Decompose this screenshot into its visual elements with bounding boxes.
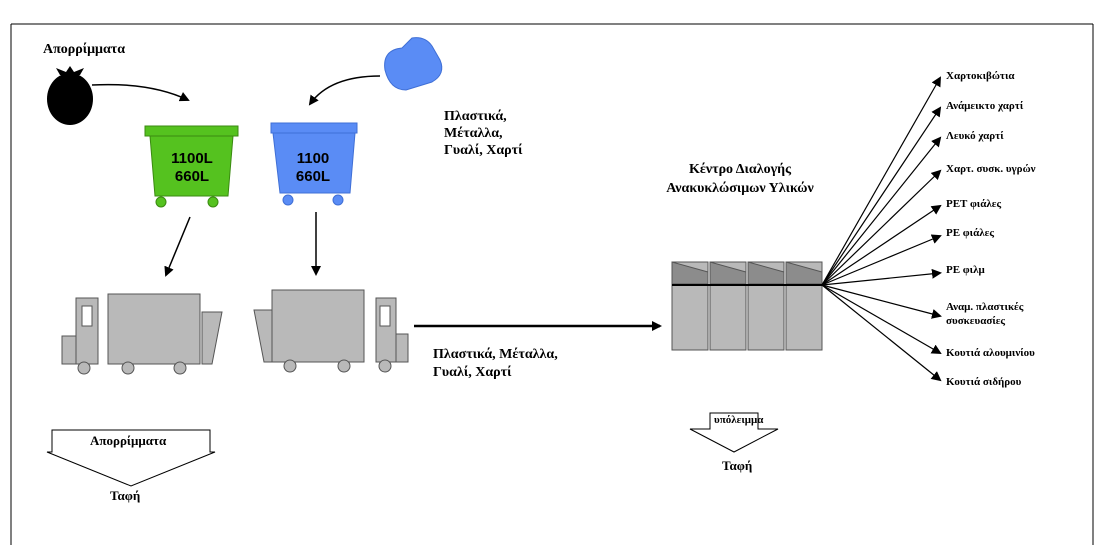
waste-truck	[61, 293, 223, 375]
output-item: Χαρτοκιβώτια	[946, 70, 1015, 82]
output-item: Κουτιά αλουμινίου	[946, 347, 1035, 359]
output-arrow	[821, 284, 942, 354]
output-item: PE φιάλες	[946, 227, 994, 239]
green-bin-capacity-1: 1100L	[171, 150, 213, 167]
garbage-bag-icon	[47, 66, 93, 125]
landfill-waste-box-label: Απορρίμματα	[90, 433, 167, 448]
output-arrow	[821, 284, 942, 382]
output-arrow	[821, 106, 942, 286]
output-arrow	[821, 76, 941, 286]
output-arrow	[821, 268, 942, 286]
arrow-recyclables-to-blue-bin	[308, 75, 381, 106]
output-item: Χαρτ. συσκ. υγρών	[946, 163, 1036, 175]
sorting-center-building	[671, 261, 823, 351]
green-bin	[144, 125, 239, 208]
output-item: Ανάμεικτο χαρτί	[946, 100, 1024, 112]
residue-landfill-arrow	[689, 412, 779, 453]
blue-bin-capacity: 1100 660L	[283, 150, 343, 186]
green-bin-capacity-2: 660L	[174, 168, 210, 185]
residue-box-label: υπόλειμμα	[714, 414, 764, 426]
blue-bin-capacity-2: 660L	[295, 168, 331, 185]
recyclables-line-2: Μέταλλα,	[444, 126, 503, 141]
output-item: Κουτιά σιδήρου	[946, 376, 1022, 388]
recyclables-line-1: Πλαστικά,	[444, 109, 507, 124]
output-arrow	[821, 136, 942, 286]
blue-bin	[270, 122, 358, 206]
plastic-bag-icon	[384, 37, 443, 91]
output-item: Λευκό χαρτί	[946, 130, 1004, 142]
output-item: Αναμ. πλαστικές συσκευασίες	[946, 301, 1024, 327]
sorting-center-label: Κέντρο Διαλογής Ανακυκλώσιμων Υλικών	[652, 160, 828, 198]
sorting-center-line-2: Ανακυκλώσιμων Υλικών	[666, 181, 814, 196]
residue-landfill-label: Ταφή	[722, 458, 753, 473]
waste-landfill-arrow	[46, 429, 216, 487]
sorting-center-line-1: Κέντρο Διαλογής	[688, 162, 791, 177]
output-arrow	[821, 169, 942, 286]
output-item: PET φιάλες	[946, 198, 1002, 210]
arrow-waste-to-green-bin	[91, 83, 190, 102]
recyclables-truck	[253, 289, 409, 373]
output-arrows	[821, 76, 942, 382]
output-item: PE φιλμ	[946, 264, 985, 276]
recyclables-line-3: Γυαλί, Χαρτί	[444, 143, 523, 158]
green-bin-capacity: 1100L 660L	[162, 150, 222, 186]
output-arrow	[821, 284, 942, 319]
landfill-waste-label: Ταφή	[110, 488, 141, 503]
recyclables-label: Πλαστικά, Μέταλλα, Γυαλί, Χαρτί	[444, 108, 522, 159]
blue-bin-capacity-1: 1100	[296, 150, 330, 167]
output-arrow	[821, 204, 942, 286]
output-arrow	[821, 234, 942, 286]
waste-label: Απορρίμματα	[43, 42, 126, 57]
transport-label: Πλαστικά, Μέταλλα, Γυαλί, Χαρτί	[433, 346, 558, 382]
transport-line-2: Γυαλί, Χαρτί	[433, 365, 512, 380]
transport-line-1: Πλαστικά, Μέταλλα,	[433, 347, 558, 362]
arrow-green-bin-to-truck	[164, 216, 191, 277]
